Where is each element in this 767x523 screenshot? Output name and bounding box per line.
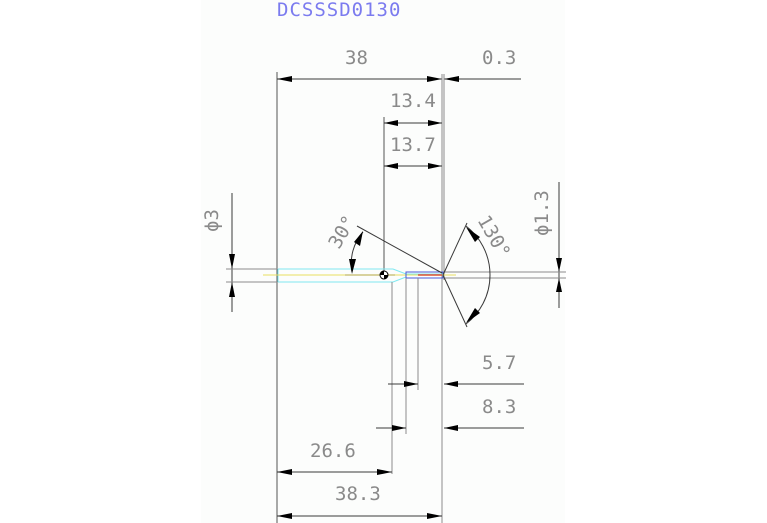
svg-text:13.7: 13.7 [390, 134, 436, 156]
svg-text:38.3: 38.3 [335, 483, 381, 505]
svg-text:ϕ3: ϕ3 [201, 209, 223, 232]
tool-body [263, 268, 456, 283]
svg-text:ϕ1.3: ϕ1.3 [531, 190, 553, 236]
svg-text:5.7: 5.7 [482, 352, 516, 374]
dim-overall-length-top: 38 [276, 47, 442, 523]
dim-shank-diameter: ϕ3 [201, 193, 277, 312]
svg-text:8.3: 8.3 [482, 396, 516, 418]
dim-chamfer-angle: 30° [324, 212, 443, 274]
dim-body-length: 26.6 [277, 440, 392, 475]
dim-overall-length-bottom: 38.3 [277, 483, 442, 519]
dim-point-angle: 130° [442, 212, 515, 328]
svg-text:30°: 30° [324, 212, 360, 253]
part-number-title: DCSSSD0130 [277, 0, 401, 21]
dim-step-8-3: 8.3 [376, 396, 524, 431]
dim-step-length-2: 13.7 [384, 134, 442, 169]
svg-text:0.3: 0.3 [482, 47, 516, 69]
svg-text:38: 38 [345, 47, 368, 69]
drawing-panel [201, 0, 565, 523]
dim-tip-diameter: ϕ1.3 [444, 182, 566, 308]
dim-step-length-1: 13.4 [383, 90, 442, 272]
svg-text:26.6: 26.6 [310, 440, 356, 462]
svg-text:13.4: 13.4 [390, 90, 436, 112]
dim-step-5-7: 5.7 [388, 352, 524, 387]
dim-tip-offset: 0.3 [444, 47, 521, 82]
